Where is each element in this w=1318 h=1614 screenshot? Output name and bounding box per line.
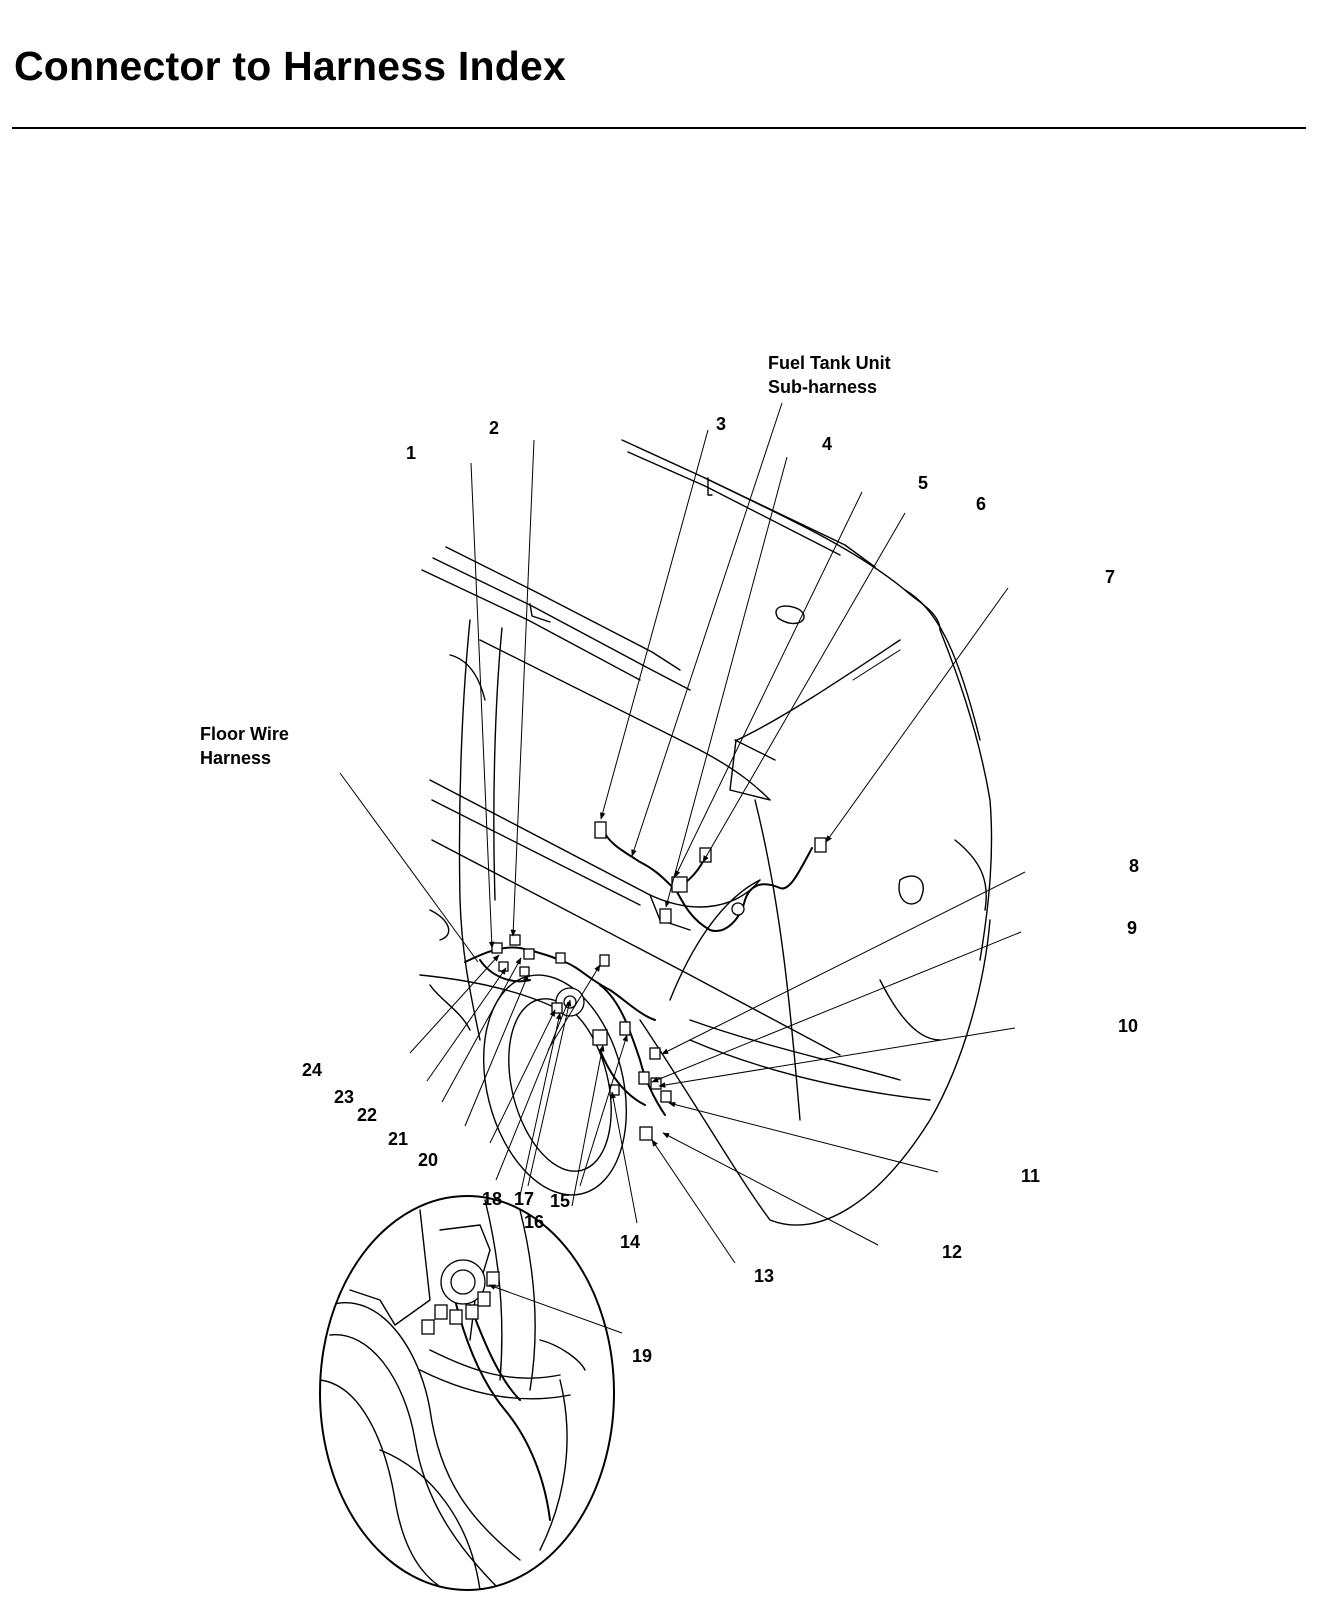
callout-2: 2 — [489, 418, 499, 438]
callout-23: 23 — [334, 1087, 354, 1107]
callout-14: 14 — [620, 1232, 640, 1252]
callout-9: 9 — [1127, 918, 1137, 938]
callout-6: 6 — [976, 494, 986, 514]
callout-17: 17 — [514, 1189, 534, 1209]
callout-5: 5 — [918, 473, 928, 493]
callout-24: 24 — [302, 1060, 322, 1080]
callout-16: 16 — [524, 1212, 544, 1232]
fuel-tank-unit-sub-harness — [602, 829, 813, 932]
callout-8: 8 — [1129, 856, 1139, 876]
callout-4: 4 — [822, 434, 832, 454]
callout-3: 3 — [716, 414, 726, 434]
page-title: Connector to Harness Index — [14, 43, 566, 89]
callout-1: 1 — [406, 443, 416, 463]
callout-10: 10 — [1118, 1016, 1138, 1036]
callout-15: 15 — [550, 1191, 570, 1211]
callout-13: 13 — [754, 1266, 774, 1286]
detail-inset — [319, 1195, 623, 1591]
callout-19: 19 — [632, 1346, 652, 1366]
connectors — [491, 821, 827, 1141]
callout-12: 12 — [942, 1242, 962, 1262]
callout-7: 7 — [1105, 567, 1115, 587]
leader-lines — [339, 402, 1026, 1264]
callout-20: 20 — [418, 1150, 438, 1170]
title-divider — [12, 127, 1306, 129]
callout-numbers: 1 2 3 4 5 6 7 8 9 10 11 12 13 14 15 16 1… — [302, 414, 1139, 1366]
callout-22: 22 — [357, 1105, 377, 1125]
callout-11: 11 — [1021, 1166, 1040, 1186]
callout-18: 18 — [482, 1189, 502, 1209]
vehicle-rear-outline — [419, 439, 993, 1226]
callout-21: 21 — [388, 1129, 408, 1149]
floor-wire-harness — [464, 946, 666, 1116]
